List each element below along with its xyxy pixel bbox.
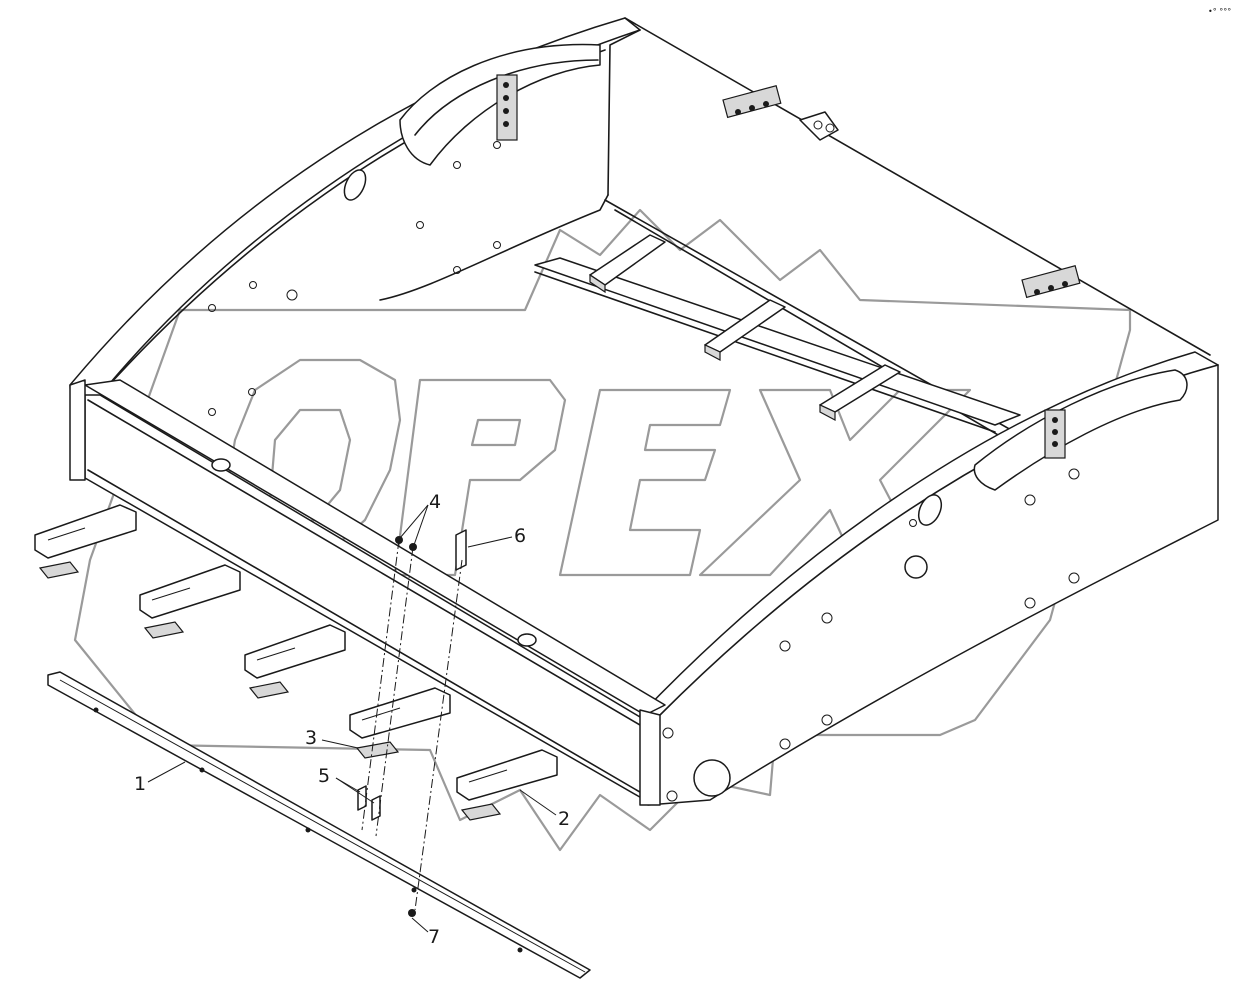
svg-text:1: 1 <box>134 773 146 795</box>
svg-text:6: 6 <box>514 525 526 547</box>
frame-front-cross-beam <box>69 379 666 806</box>
callout-4: 4 <box>399 491 441 546</box>
scraper-holders <box>34 504 558 801</box>
svg-text:7: 7 <box>428 926 440 948</box>
callout-3: 3 <box>305 727 359 749</box>
fasteners <box>357 529 467 917</box>
corner-mark: •° °°° <box>1208 7 1231 16</box>
opex-watermark-logo <box>73 208 1132 852</box>
svg-text:3: 3 <box>305 727 317 749</box>
svg-text:5: 5 <box>318 765 330 787</box>
svg-text:2: 2 <box>558 808 570 830</box>
callout-6: 6 <box>467 525 526 548</box>
inner-scraper-mount <box>534 234 1021 433</box>
callout-2: 2 <box>519 789 570 830</box>
frame-left-side-plate <box>69 17 1211 479</box>
callout-5: 5 <box>318 765 375 804</box>
frame-right-side-plate <box>639 351 1219 806</box>
scraper-blade <box>47 671 591 979</box>
clamp-plates <box>38 561 502 821</box>
svg-text:4: 4 <box>429 491 441 513</box>
callout-1: 1 <box>134 761 186 795</box>
callout-7: 7 <box>411 917 440 948</box>
